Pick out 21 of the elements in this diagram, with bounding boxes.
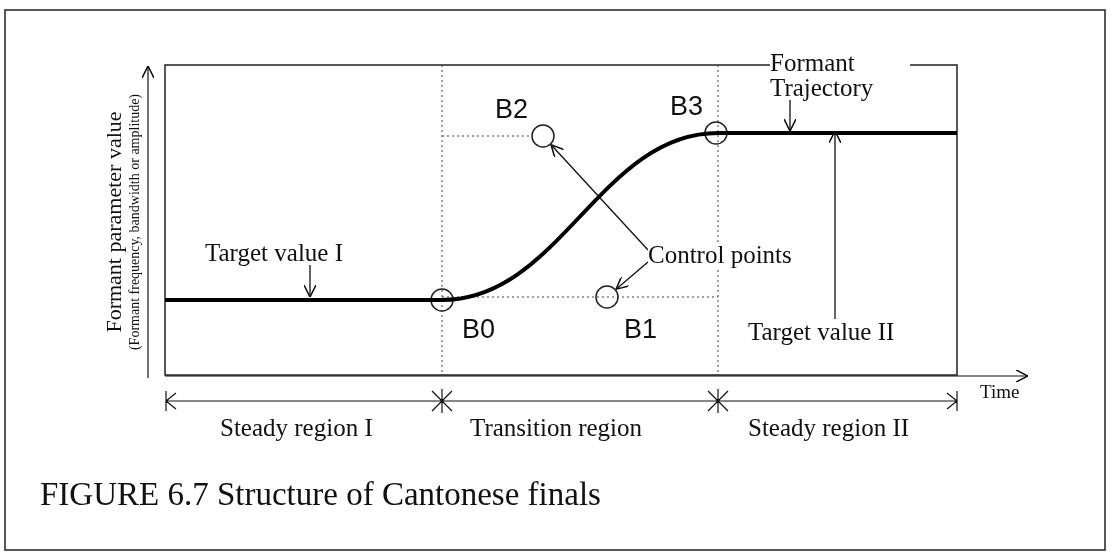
region-label: Transition region (470, 415, 642, 440)
formant-trajectory-curve (165, 131, 957, 302)
axis-label: Time (980, 382, 1020, 401)
region-label: Steady region II (748, 415, 910, 440)
leader-line (303, 264, 317, 298)
point-label: B1 (624, 316, 658, 343)
point-label: B2 (495, 96, 529, 123)
axis-title: Formant parameter value (102, 111, 125, 333)
leader-line (615, 261, 649, 290)
control-point-circle (704, 121, 728, 145)
point-label: B0 (462, 316, 496, 343)
point-label: B3 (670, 93, 704, 120)
axis-subtitle: (Formant frequency, bandwidth or amplitude) (128, 93, 143, 351)
control-point-circle (531, 124, 555, 148)
control-point-circle (595, 285, 619, 309)
figure-caption: FIGURE 6.7 Structure of Cantonese finals (40, 478, 601, 511)
region-label: Steady region I (220, 415, 373, 440)
leader-line (828, 130, 842, 320)
control-point-circle (430, 288, 454, 312)
leader-line (783, 99, 797, 132)
leader-line (550, 144, 649, 251)
